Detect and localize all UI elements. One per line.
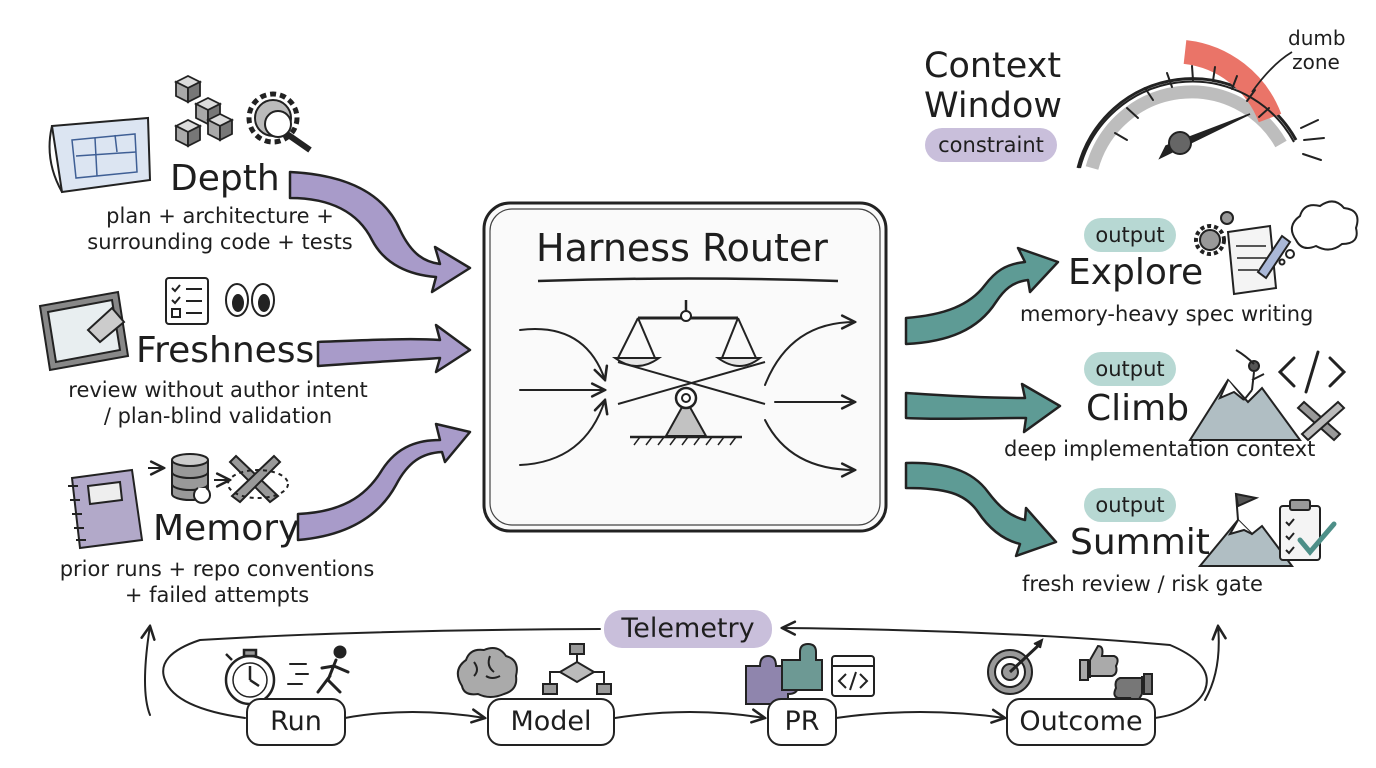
cross-icon [227,454,289,504]
freshness-arrow [316,323,472,374]
flowchart-icon [542,643,612,695]
explore-badge: output [1084,218,1176,252]
gear-search-icon [246,91,312,153]
checklist-icon [165,277,209,325]
climb-badge: output [1084,352,1176,386]
thought-bubble-icon [1278,200,1359,266]
thumbs-icon [1079,644,1153,710]
puzzle-icon [745,642,823,705]
pr-box: PR [767,698,837,746]
browser-code-icon [831,655,875,697]
blueprint-icon [48,116,152,194]
cubes-icon [173,74,235,148]
explore-title: Explore [1068,252,1204,293]
freshness-desc: review without author intent/ plan-blind… [68,378,368,428]
memory-desc: prior runs + repo conventions+ failed at… [59,557,375,607]
summit-badge: output [1084,488,1176,522]
clipboard-check-icon [1279,499,1337,561]
climb-title: Climb [1086,388,1190,429]
gauge-icon [1076,40,1325,170]
climb-arrow [904,382,1062,434]
router-inner-flow [519,322,855,470]
loop-out-left [145,626,150,716]
depth-desc: plan + architecture +surrounding code + … [87,204,353,254]
router-box [482,201,888,533]
runner-icon [287,645,350,694]
run-to-model [344,712,485,718]
router-title: Harness Router [536,226,828,270]
tools-icon [1296,400,1346,442]
model-box: Model [487,698,615,746]
telemetry-loop-left [162,628,601,719]
mountain-climber-icon [1188,349,1302,441]
loop-out-right [1204,626,1219,701]
telemetry-badge: Telemetry [604,610,772,648]
summit-desc: fresh review / risk gate [1022,572,1263,596]
telemetry-loop-right [782,628,1208,719]
memory-arrow [296,422,472,542]
summit-arrow [904,461,1058,558]
explore-desc: memory-heavy spec writing [1020,302,1314,326]
outcome-box: Outcome [1006,698,1156,746]
notebook-icon [68,468,144,550]
run-box: Run [246,698,346,746]
climb-desc: deep implementation context [1004,437,1316,461]
model-to-pr [614,712,765,718]
target-icon [987,638,1044,695]
stopwatch-icon [224,648,276,706]
constraint-badge: constraint [925,128,1057,162]
database-icon [148,453,230,504]
freshness-title: Freshness [136,330,315,371]
eyes-icon [225,283,275,317]
gear-notepad-icon [1194,211,1292,296]
scale-icon [611,300,766,446]
tablet-icon [38,290,130,372]
router-title-underline [537,277,839,283]
depth-arrow [288,170,472,294]
summit-flag-icon [1197,492,1294,567]
summit-title: Summit [1070,522,1210,563]
depth-title: Depth [170,158,280,199]
code-icon [1277,350,1347,394]
pr-to-outcome [835,712,1005,718]
memory-title: Memory [153,508,300,549]
explore-arrow [904,246,1060,346]
brain-icon [456,647,518,698]
